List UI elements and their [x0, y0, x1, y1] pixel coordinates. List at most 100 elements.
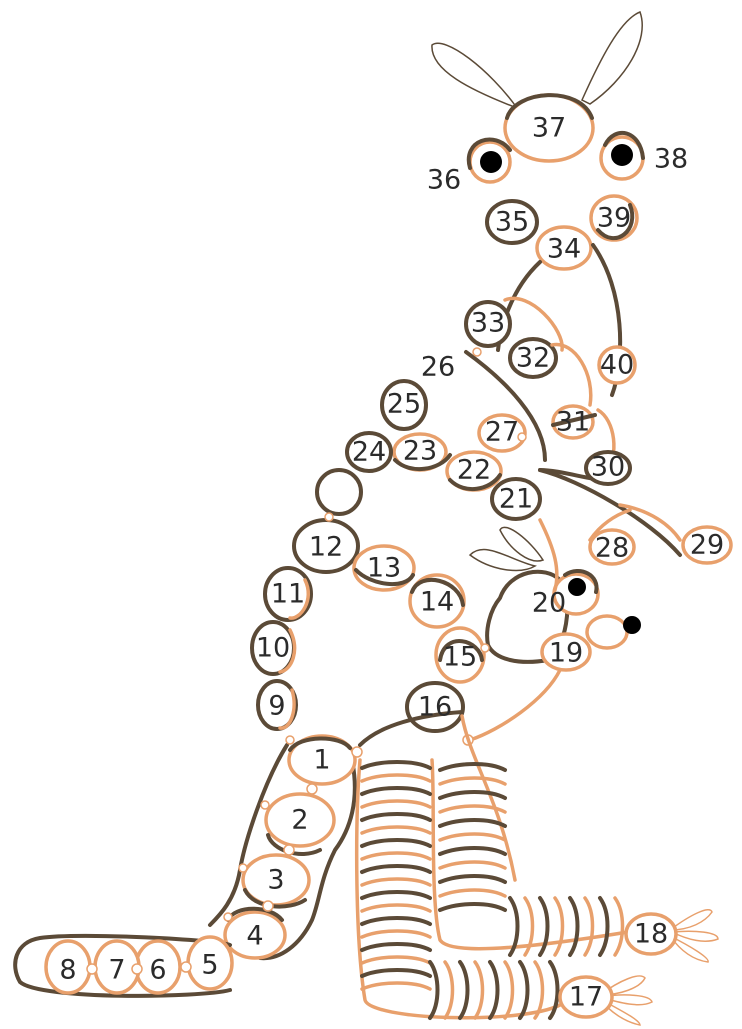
label-32: 32: [516, 343, 550, 374]
legs-group: [357, 712, 640, 1018]
label-19: 19: [549, 638, 583, 669]
leg-stitch: [362, 957, 430, 963]
foot-stitch: [600, 898, 608, 955]
right-eye-bead: [611, 144, 633, 166]
leg-stitch: [440, 834, 505, 840]
joey-eye-bead: [568, 578, 586, 596]
leg-stitch: [440, 876, 505, 882]
foot-stitch: [490, 962, 498, 1018]
leg-stitch: [362, 853, 430, 859]
leg-stitch: [362, 944, 430, 950]
label-20: 20: [532, 588, 566, 619]
foot-stitch: [540, 898, 548, 955]
ring-joey-nose: [587, 616, 627, 648]
label-33: 33: [471, 308, 505, 339]
label-36: 36: [427, 165, 461, 196]
leg-stitch: [440, 862, 505, 868]
foot-stitch: [585, 898, 593, 955]
leg-stitch: [362, 801, 430, 807]
label-26: 26: [421, 352, 455, 383]
ring-unnumbered: [317, 470, 361, 514]
label-5: 5: [201, 950, 218, 981]
joey-nose-bead: [623, 616, 641, 634]
picot: [263, 901, 273, 911]
left-ear: [432, 43, 517, 108]
leg-stitch: [362, 879, 430, 885]
label-6: 6: [149, 955, 166, 986]
leg-stitch: [362, 762, 430, 768]
label-25: 25: [387, 389, 421, 420]
leg-stitch: [362, 827, 430, 833]
picot: [181, 962, 191, 972]
label-34: 34: [547, 234, 581, 265]
label-10: 10: [256, 633, 290, 664]
leg-stitch: [362, 866, 430, 872]
leg-front-edge: [462, 716, 515, 880]
picot: [307, 784, 317, 794]
label-29: 29: [690, 530, 724, 561]
picot: [284, 845, 294, 855]
label-12: 12: [309, 532, 343, 563]
label-40: 40: [600, 350, 634, 381]
picot: [473, 348, 481, 356]
label-4: 4: [246, 921, 263, 952]
foot-stitch: [520, 962, 528, 1018]
foot-stitch: [475, 962, 483, 1018]
leg-stitch: [362, 775, 430, 781]
label-27: 27: [485, 417, 519, 448]
label-11: 11: [271, 579, 305, 610]
chain-19-legs: [470, 670, 560, 740]
label-31: 31: [556, 407, 590, 438]
leg-stitch: [440, 820, 505, 826]
label-9: 9: [268, 691, 285, 722]
label-30: 30: [591, 452, 625, 483]
foot-stitch: [445, 962, 453, 1018]
right-ear: [582, 12, 642, 104]
label-16: 16: [418, 692, 452, 723]
foot-stitch: [460, 962, 468, 1018]
picot: [352, 747, 362, 757]
left-eye-bead: [480, 151, 502, 173]
picot: [325, 513, 333, 521]
leg-stitch: [362, 918, 430, 924]
label-17: 17: [569, 982, 603, 1013]
leg-stitch: [362, 931, 430, 937]
leg-stitch: [362, 983, 430, 989]
leg-stitch: [440, 890, 505, 896]
label-15: 15: [443, 642, 477, 673]
picot: [224, 913, 232, 921]
leg-stitch: [362, 970, 430, 976]
label-1: 1: [313, 745, 330, 776]
leg-stitch: [440, 764, 505, 770]
foot-stitch: [505, 962, 513, 1018]
label-23: 23: [403, 436, 437, 467]
label-2: 2: [291, 805, 308, 836]
foot-stitch: [615, 898, 623, 955]
leg-stitch: [362, 788, 430, 794]
label-14: 14: [420, 587, 454, 618]
label-8: 8: [59, 955, 76, 986]
foot-stitch: [535, 962, 543, 1018]
label-21: 21: [499, 484, 533, 515]
leg-stitch: [440, 792, 505, 798]
picot: [286, 736, 294, 744]
chain-21-20: [540, 520, 557, 590]
label-22: 22: [457, 455, 491, 486]
leg-stitch: [440, 848, 505, 854]
leg-stitch: [362, 905, 430, 911]
label-18: 18: [634, 919, 668, 950]
foot-stitch: [570, 898, 578, 955]
label-38: 38: [654, 144, 688, 175]
picot: [518, 433, 526, 441]
foot-stitch: [555, 898, 563, 955]
label-35: 35: [495, 207, 529, 238]
leg-stitch: [440, 778, 505, 784]
picot: [239, 864, 247, 872]
label-13: 13: [367, 553, 401, 584]
label-28: 28: [595, 533, 629, 564]
leg-stitch: [362, 892, 430, 898]
leg-stitch: [362, 840, 430, 846]
leg-stitch: [362, 814, 430, 820]
